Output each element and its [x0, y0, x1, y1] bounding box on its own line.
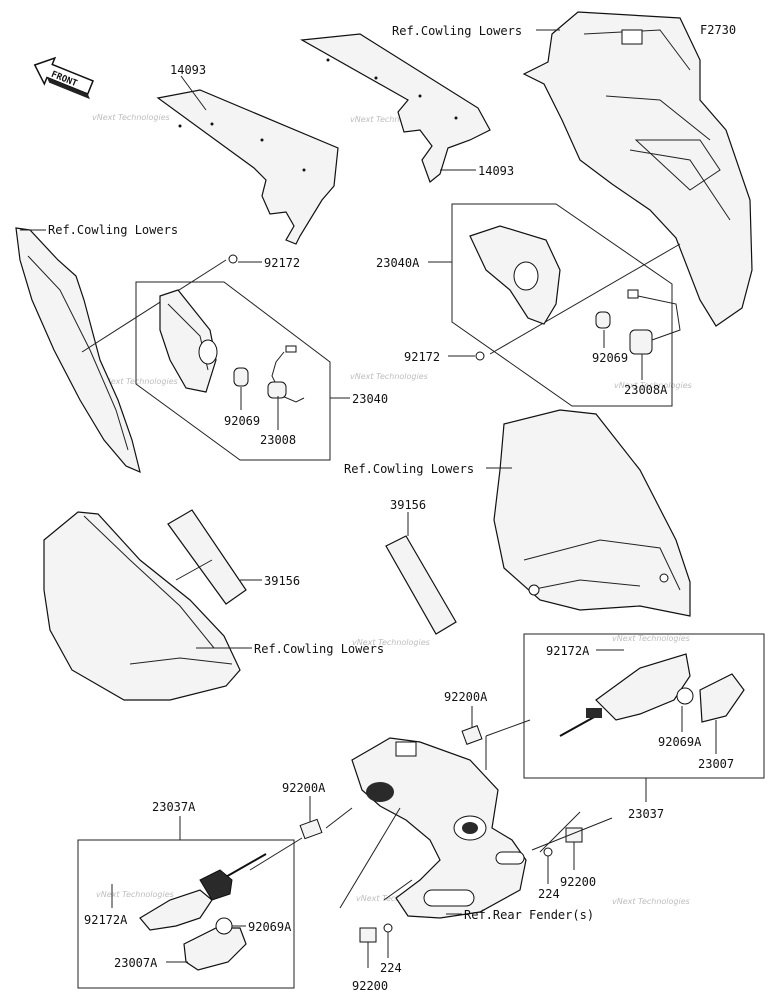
- label-23008: 23008: [260, 433, 296, 447]
- figure-code: F2730: [700, 23, 736, 37]
- label-23040: 23040: [352, 392, 388, 406]
- label-23007: 23007: [698, 757, 734, 771]
- label-23008A: 23008A: [624, 383, 668, 397]
- ref-cowling-lowers-top: Ref.Cowling Lowers: [392, 24, 522, 38]
- watermark: vNext Technologies: [612, 634, 690, 643]
- label-92200-right: 92200: [560, 875, 596, 889]
- socket-23008: [267, 345, 305, 403]
- clip-92200A-top: [461, 725, 483, 745]
- watermark: vNext Technologies: [356, 894, 434, 903]
- turn-signal-housing-left: [159, 289, 218, 393]
- bulb-92069-left: [233, 367, 249, 387]
- label-39156-left: 39156: [264, 574, 300, 588]
- watermark: vNext Technologies: [96, 890, 174, 899]
- turn-signal-housing-right: [469, 225, 561, 325]
- label-23037A: 23037A: [152, 800, 196, 814]
- socket-23008A: [627, 289, 681, 355]
- screw-92172-right: [475, 351, 485, 361]
- part-39156-right: [385, 535, 457, 635]
- screw-224-bottom: [383, 923, 393, 933]
- label-92200A-top: 92200A: [444, 690, 488, 704]
- watermark: vNext Technologies: [350, 115, 428, 124]
- front-arrow-badge: FRONT: [33, 56, 94, 100]
- watermark: vNext Technologies: [100, 377, 178, 386]
- label-23040A: 23040A: [376, 256, 420, 270]
- label-92200-bottom: 92200: [352, 979, 388, 993]
- rear-fender-bracket: [351, 737, 527, 919]
- label-92069A-right: 92069A: [658, 735, 702, 749]
- screw-224-right: [543, 847, 553, 857]
- label-224-bottom: 224: [380, 961, 402, 975]
- part-14093-right: [300, 33, 491, 183]
- assembly-box-23040A: [428, 203, 681, 407]
- bulb-92069-right: [595, 311, 611, 329]
- label-14093-a: 14093: [170, 63, 206, 77]
- label-14093-b: 14093: [478, 164, 514, 178]
- cowling-middle-right: [493, 409, 691, 617]
- label-92069-right: 92069: [592, 351, 628, 365]
- cowling-left: [15, 227, 141, 474]
- part-39156-left: [167, 509, 247, 605]
- clip-92200A-left: [299, 818, 323, 840]
- watermark: vNext Technologies: [612, 897, 690, 906]
- label-92172-right: 92172: [404, 350, 440, 364]
- cowling-lower-left: [43, 511, 241, 701]
- label-224-right: 224: [538, 887, 560, 901]
- label-92069-left: 92069: [224, 414, 260, 428]
- cowling-upper-right: [522, 11, 753, 327]
- ref-cowling-lowers-left: Ref.Cowling Lowers: [48, 223, 178, 237]
- assembly-box-23037A: [77, 816, 303, 989]
- assembly-box-23037: [485, 633, 765, 802]
- ref-cowling-lowers-mid: Ref.Cowling Lowers: [344, 462, 474, 476]
- rear-signal-left: [139, 853, 267, 971]
- label-92172A-left: 92172A: [84, 913, 128, 927]
- label-23007A: 23007A: [114, 956, 158, 970]
- part-14093-left: [156, 89, 339, 245]
- label-92172A-right: 92172A: [546, 644, 590, 658]
- label-92172-left: 92172: [264, 256, 300, 270]
- label-92069A-left: 92069A: [248, 920, 292, 934]
- clip-92200-bottom: [359, 927, 377, 943]
- watermark: vNext Technologies: [352, 638, 430, 647]
- label-39156-right: 39156: [390, 498, 426, 512]
- watermark: vNext Technologies: [92, 113, 170, 122]
- ref-rear-fender: Ref.Rear Fender(s): [464, 908, 594, 922]
- label-92200A-left: 92200A: [282, 781, 326, 795]
- watermark: vNext Technologies: [350, 372, 428, 381]
- assembly-box-23040: [81, 259, 350, 461]
- label-23037: 23037: [628, 807, 664, 821]
- ref-cowling-lowers-bottom: Ref.Cowling Lowers: [254, 642, 384, 656]
- rear-signal-right: [559, 653, 745, 737]
- screw-92172-left: [228, 254, 238, 264]
- watermark: vNext Technologies: [614, 381, 692, 390]
